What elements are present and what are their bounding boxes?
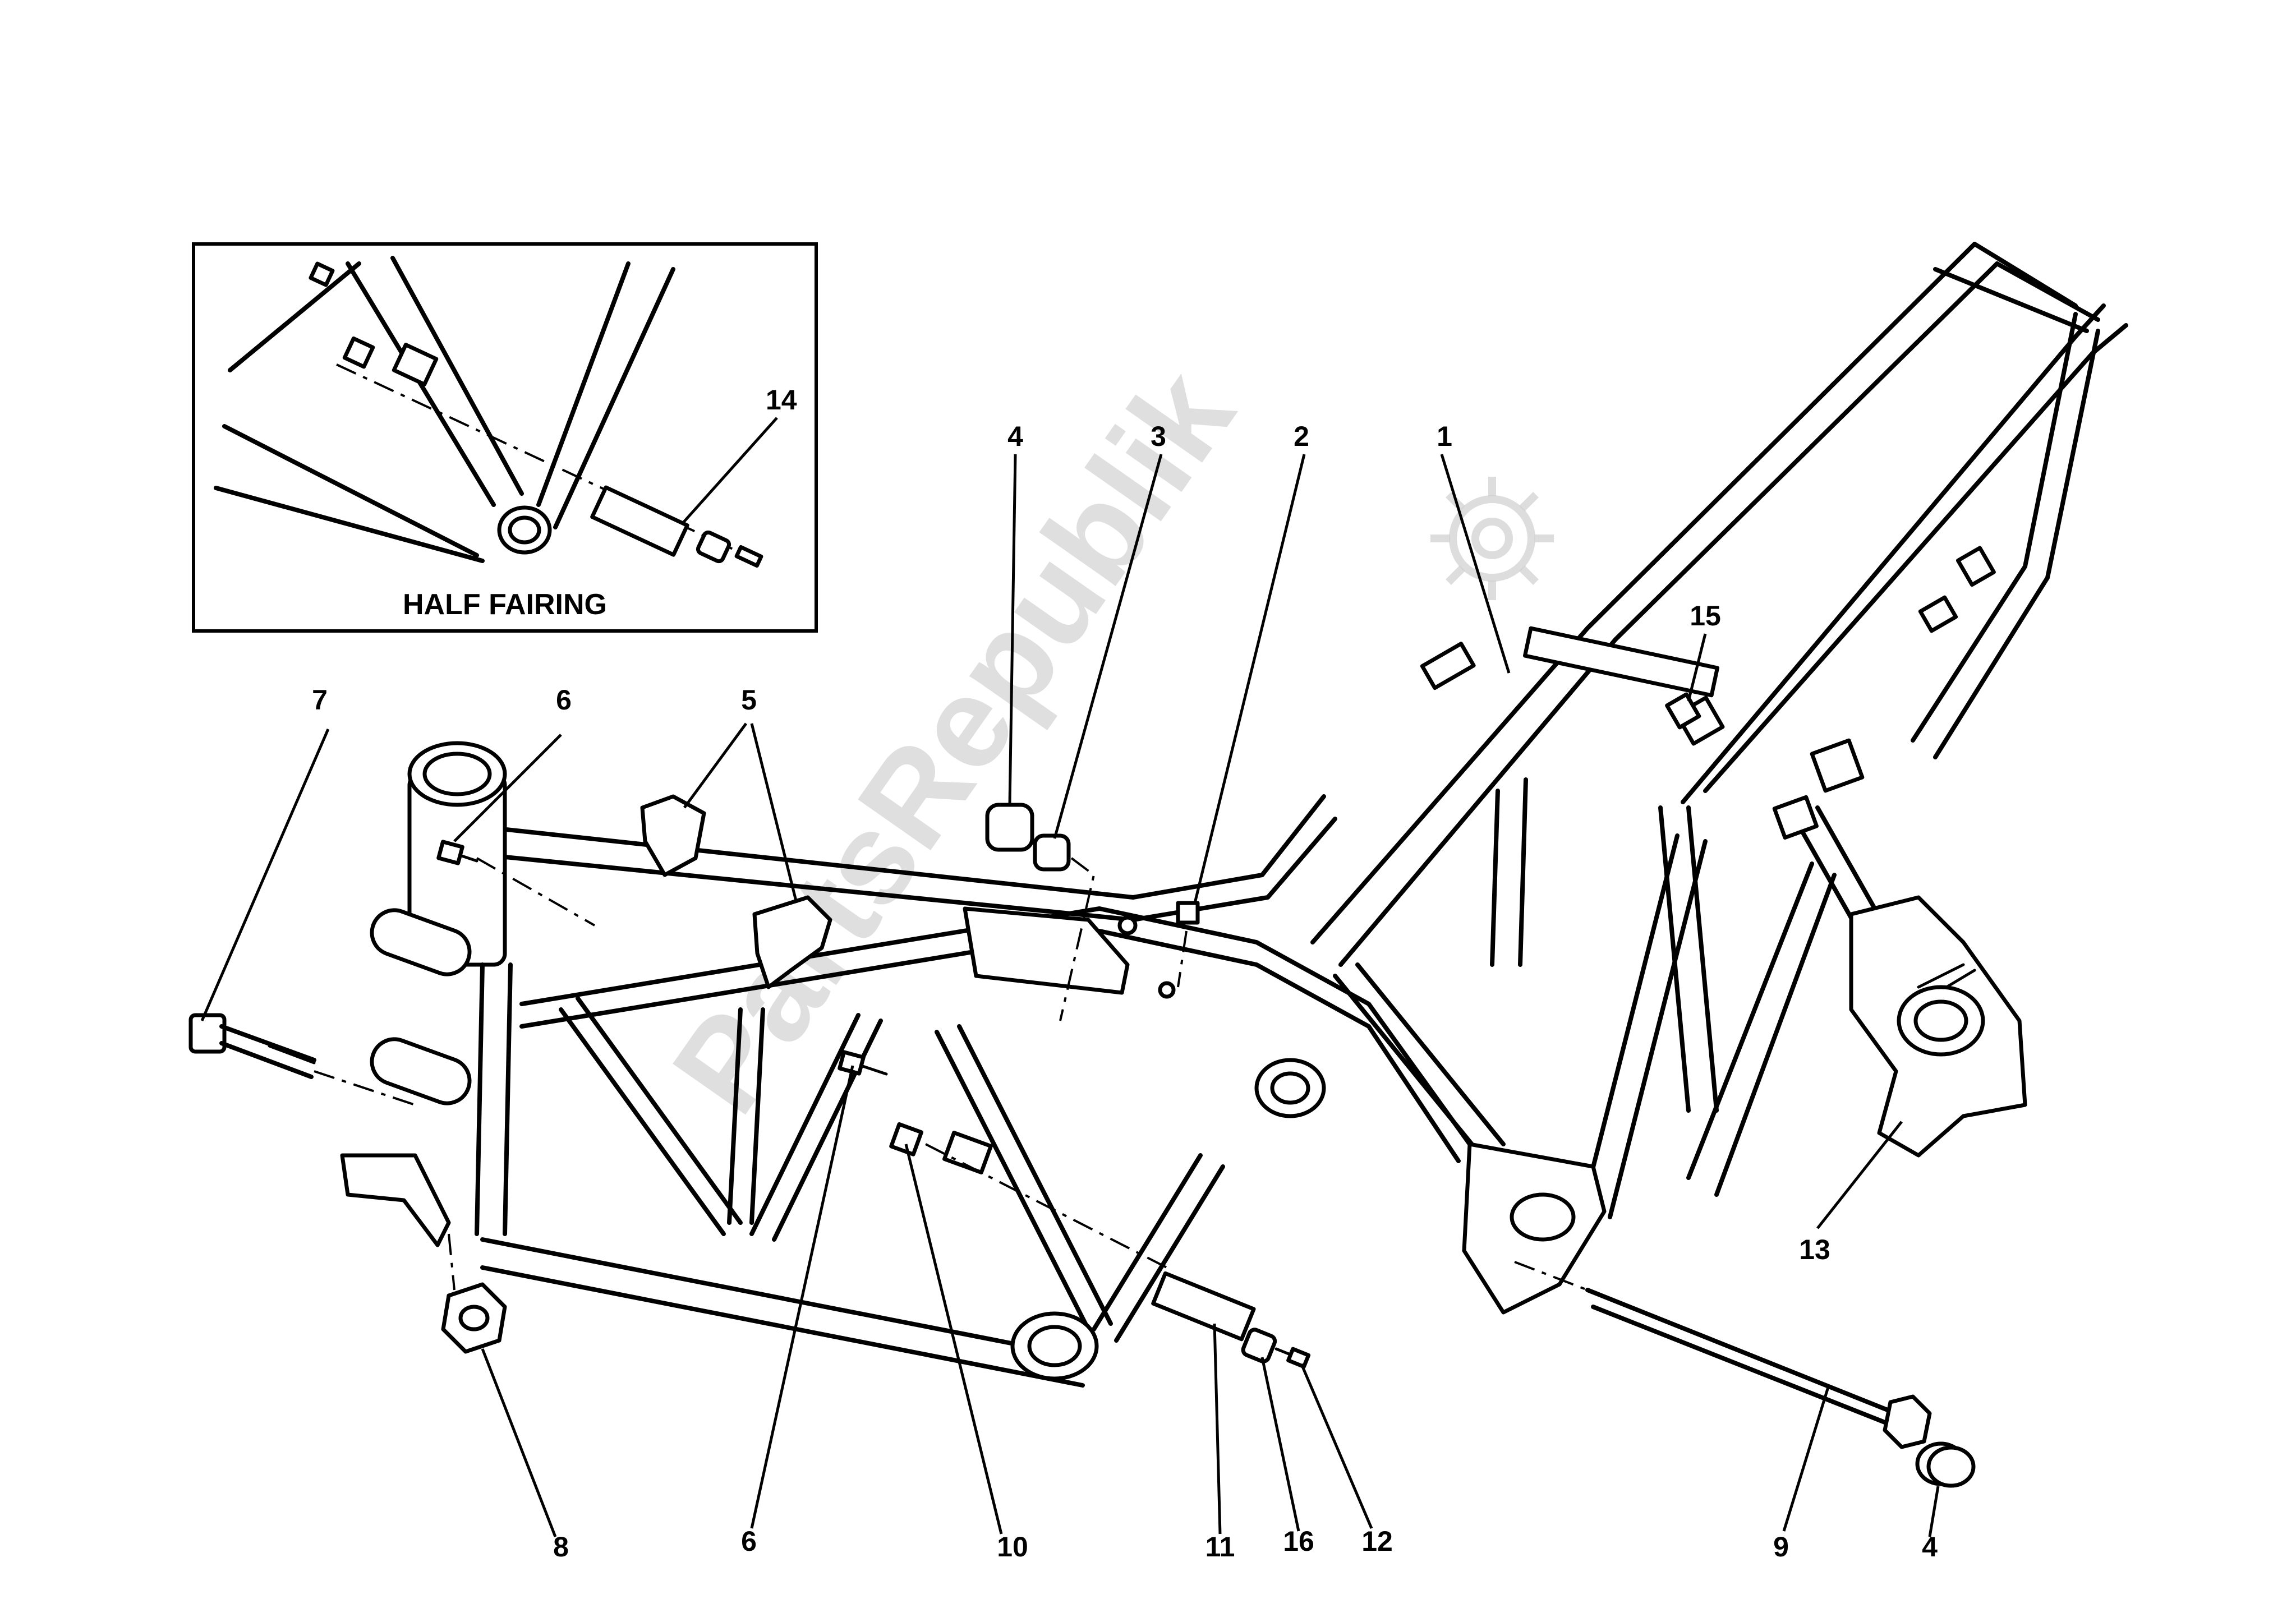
seat-bracket <box>963 906 1130 995</box>
spacer-11 <box>1151 1271 1256 1342</box>
screw-6-top <box>436 840 464 865</box>
main-frame <box>340 242 2128 1388</box>
exploded-parts <box>188 692 2027 1488</box>
axle-9 <box>1585 1288 1898 1427</box>
bush-3 <box>1033 833 1071 872</box>
callout-6-bottom: 6 <box>741 1526 757 1557</box>
callout-10: 10 <box>997 1531 1028 1563</box>
inset-title: HALF FAIRING <box>403 588 607 621</box>
cover-5-top <box>640 794 706 877</box>
bolt-7 <box>188 1013 227 1054</box>
callout-4-top: 4 <box>1007 421 1023 452</box>
gear-icon <box>1430 477 1554 600</box>
callout-16: 16 <box>1283 1526 1314 1557</box>
engine-mount-spacer-upper <box>370 908 472 976</box>
callout-14: 14 <box>766 384 797 416</box>
callout-11: 11 <box>1205 1531 1235 1563</box>
callouts: 7 6 5 4 3 2 1 15 13 8 6 10 11 16 12 9 4 <box>200 421 1940 1563</box>
rear-strut <box>1490 777 1528 967</box>
screw-12 <box>1286 1347 1311 1369</box>
half-fairing-inset: 14 HALF FAIRING <box>192 242 818 633</box>
callout-4-bottom: 4 <box>1922 1531 1938 1563</box>
callout-5: 5 <box>741 684 757 716</box>
callout-7: 7 <box>312 684 328 716</box>
axle-9-head <box>1883 1394 1932 1449</box>
sidestand-bracket <box>340 1153 451 1247</box>
bush-4-top <box>985 803 1034 852</box>
rear-subframe-upper-right <box>1681 303 2106 804</box>
lower-rail <box>727 1007 765 1225</box>
cover-5-lower <box>752 895 832 989</box>
callout-3: 3 <box>1151 421 1166 452</box>
clip-15 <box>1665 692 1701 730</box>
screw-2 <box>1176 901 1200 925</box>
callout-9: 9 <box>1773 1531 1789 1563</box>
callout-15: 15 <box>1690 600 1721 632</box>
bolt-7-shank <box>219 1024 316 1079</box>
inset-tube-left <box>222 261 479 557</box>
engine-mount-spacer-lower <box>370 1037 472 1105</box>
bush-16 <box>1241 1328 1277 1363</box>
leader-14 <box>680 417 778 526</box>
callout-2: 2 <box>1294 421 1309 452</box>
main-top-rail <box>519 906 1472 1146</box>
callout-1: 1 <box>1437 421 1452 452</box>
rear-crossmember <box>1523 626 1719 698</box>
callout-12: 12 <box>1361 1526 1393 1557</box>
inset-border <box>192 242 818 633</box>
callout-13: 13 <box>1799 1234 1830 1265</box>
front-down-tube <box>475 962 513 1236</box>
callout-8: 8 <box>553 1531 569 1563</box>
callout-6-top: 6 <box>556 684 572 716</box>
rear-subframe-upper-left <box>1310 242 1977 944</box>
clip-10 <box>889 1122 924 1156</box>
inset-spacer-tube <box>590 485 689 557</box>
